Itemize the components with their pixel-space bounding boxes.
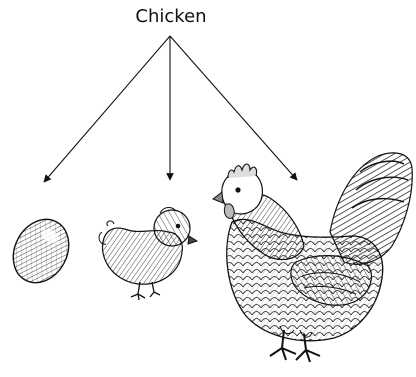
arrows <box>44 36 297 182</box>
egg-icon <box>3 210 80 293</box>
adult-chicken-icon <box>213 153 412 362</box>
chick-icon <box>99 207 197 300</box>
arrow-to-egg <box>44 36 170 182</box>
arrow-to-adult <box>170 36 297 180</box>
